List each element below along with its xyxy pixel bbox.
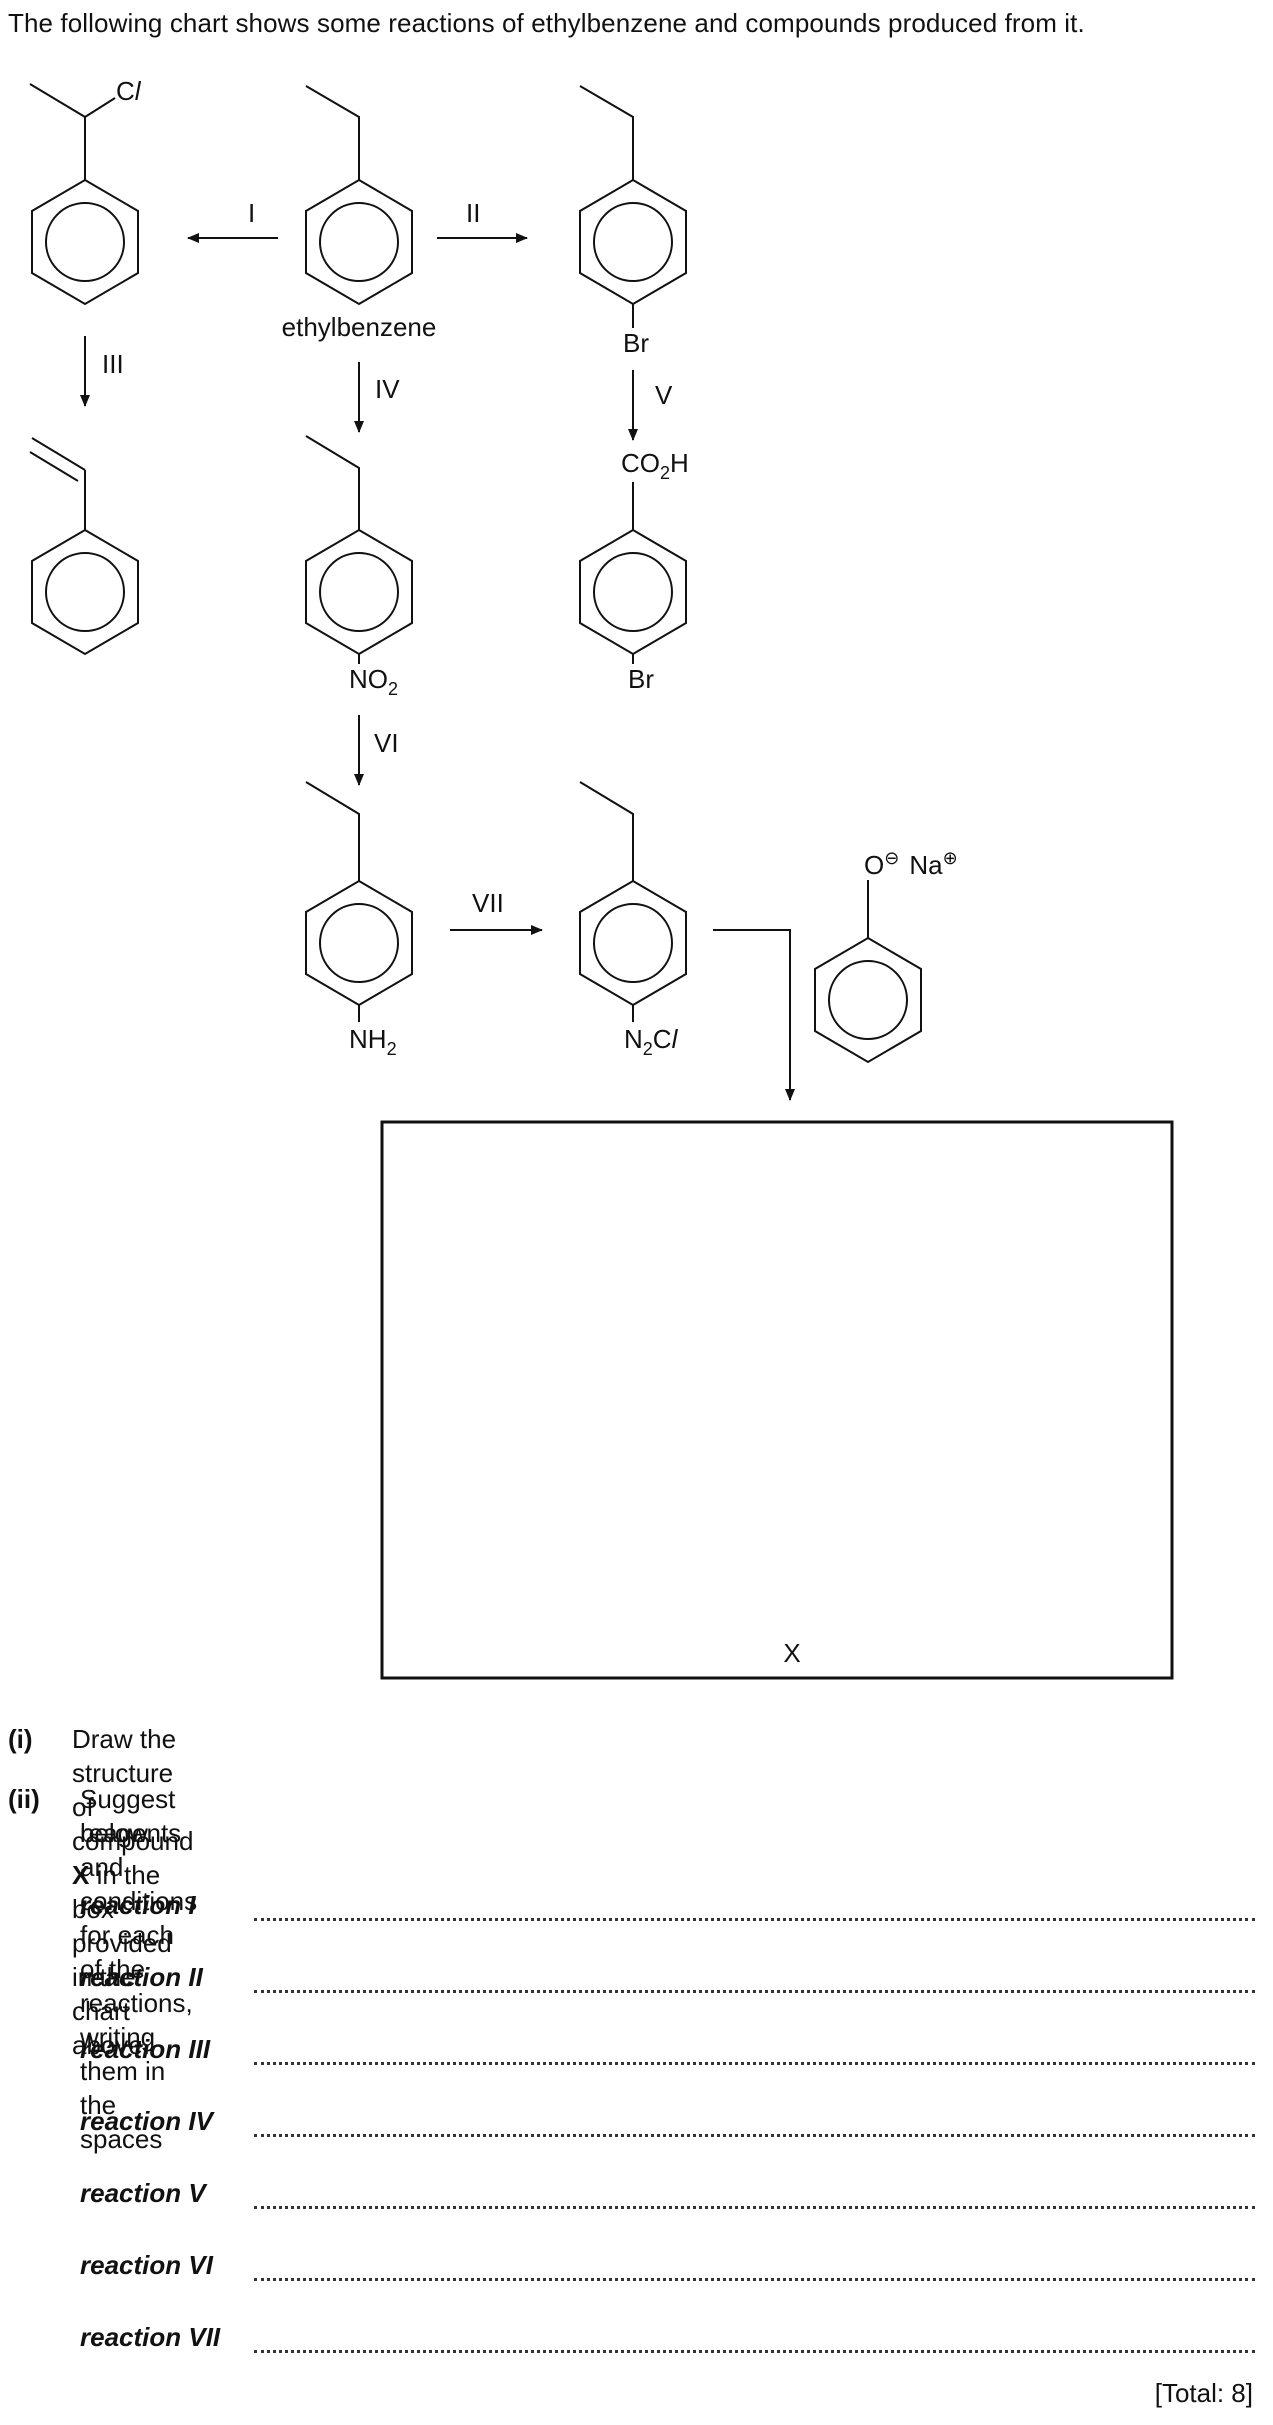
reaction-I-answer-line[interactable] xyxy=(254,1918,1255,1921)
question-ii-line1: Suggest reagents and conditions for each… xyxy=(80,1784,198,2154)
no2-label: NO2 xyxy=(349,664,398,699)
arrow-label-I: I xyxy=(248,198,255,228)
benzene-ring-phenoxide xyxy=(814,880,922,1064)
arrow-label-V: V xyxy=(655,380,673,410)
reaction-VI-label: reaction VI xyxy=(80,2250,213,2280)
reaction-IV-answer-line[interactable] xyxy=(254,2134,1255,2137)
reaction-III-row: reaction III xyxy=(80,2034,1255,2070)
question-i-number: (i) xyxy=(8,1724,33,1754)
intro-text: The following chart shows some reactions… xyxy=(8,8,1085,38)
reaction-IV-row: reaction IV xyxy=(80,2106,1255,2142)
box-x-label: X xyxy=(783,1638,800,1668)
question-i-text: Draw the structure of compound X in the … xyxy=(72,1724,194,2060)
reaction-II-label: reaction II xyxy=(80,1962,203,1992)
question-ii-number: (ii) xyxy=(8,1784,40,1814)
arrow-label-IV: IV xyxy=(375,374,400,404)
n2cl-label: N2Cl xyxy=(624,1024,679,1059)
reaction-II-row: reaction II xyxy=(80,1962,1255,1998)
reaction-IV-label: reaction IV xyxy=(80,2106,213,2136)
reaction-chart: Cl ethylbenzene I II III IV V VI VII Br … xyxy=(29,76,1174,1680)
co2h-label: CO2H xyxy=(621,448,689,483)
reaction-III-answer-line[interactable] xyxy=(254,2062,1255,2065)
reaction-V-answer-line[interactable] xyxy=(254,2206,1255,2209)
nh2-label: NH2 xyxy=(349,1024,397,1059)
arrow-label-II: II xyxy=(466,198,480,228)
benzene-ring-diazonium xyxy=(579,781,687,1022)
reaction-VI-row: reaction VI xyxy=(80,2250,1255,2286)
benzene-ring-bromoethyl xyxy=(579,85,687,328)
benzene-ring-chloroethyl xyxy=(29,83,139,306)
arrow-to-box-x xyxy=(713,929,795,1101)
reaction-VII-answer-line[interactable] xyxy=(254,2350,1255,2353)
benzene-ring-styrene xyxy=(29,437,139,656)
ethylbenzene-label: ethylbenzene xyxy=(282,312,437,342)
benzene-ring-bromobenzoic xyxy=(579,482,687,664)
arrow-label-VII: VII xyxy=(472,888,504,918)
phenoxide-label: O⊖Na⊕ xyxy=(864,848,958,880)
reaction-VII-label: reaction VII xyxy=(80,2322,221,2352)
benzene-ring-amine xyxy=(305,781,413,1022)
reaction-I-row: reaction I xyxy=(80,1890,1255,1926)
reaction-VI-answer-line[interactable] xyxy=(254,2278,1255,2281)
total-marks: [Total: 8] xyxy=(1154,2378,1253,2408)
benzene-ring-ethylbenzene xyxy=(305,85,413,306)
reaction-V-row: reaction V xyxy=(80,2178,1255,2214)
cl-label-top: Cl xyxy=(116,76,142,106)
reaction-VII-row: reaction VII xyxy=(80,2322,1255,2358)
reaction-I-label: reaction I xyxy=(80,1890,196,1920)
arrow-label-VI: VI xyxy=(374,728,399,758)
benzene-ring-nitro xyxy=(305,435,413,664)
br-label-bottom: Br xyxy=(628,664,654,694)
reaction-V-label: reaction V xyxy=(80,2178,206,2208)
reaction-II-answer-line[interactable] xyxy=(254,1990,1255,1993)
reaction-III-label: reaction III xyxy=(80,2034,211,2064)
question-ii-line2: below. xyxy=(80,1818,154,1848)
br-label-top: Br xyxy=(623,328,649,358)
compound-x-box[interactable] xyxy=(380,1120,1174,1680)
arrow-label-III: III xyxy=(102,349,124,379)
